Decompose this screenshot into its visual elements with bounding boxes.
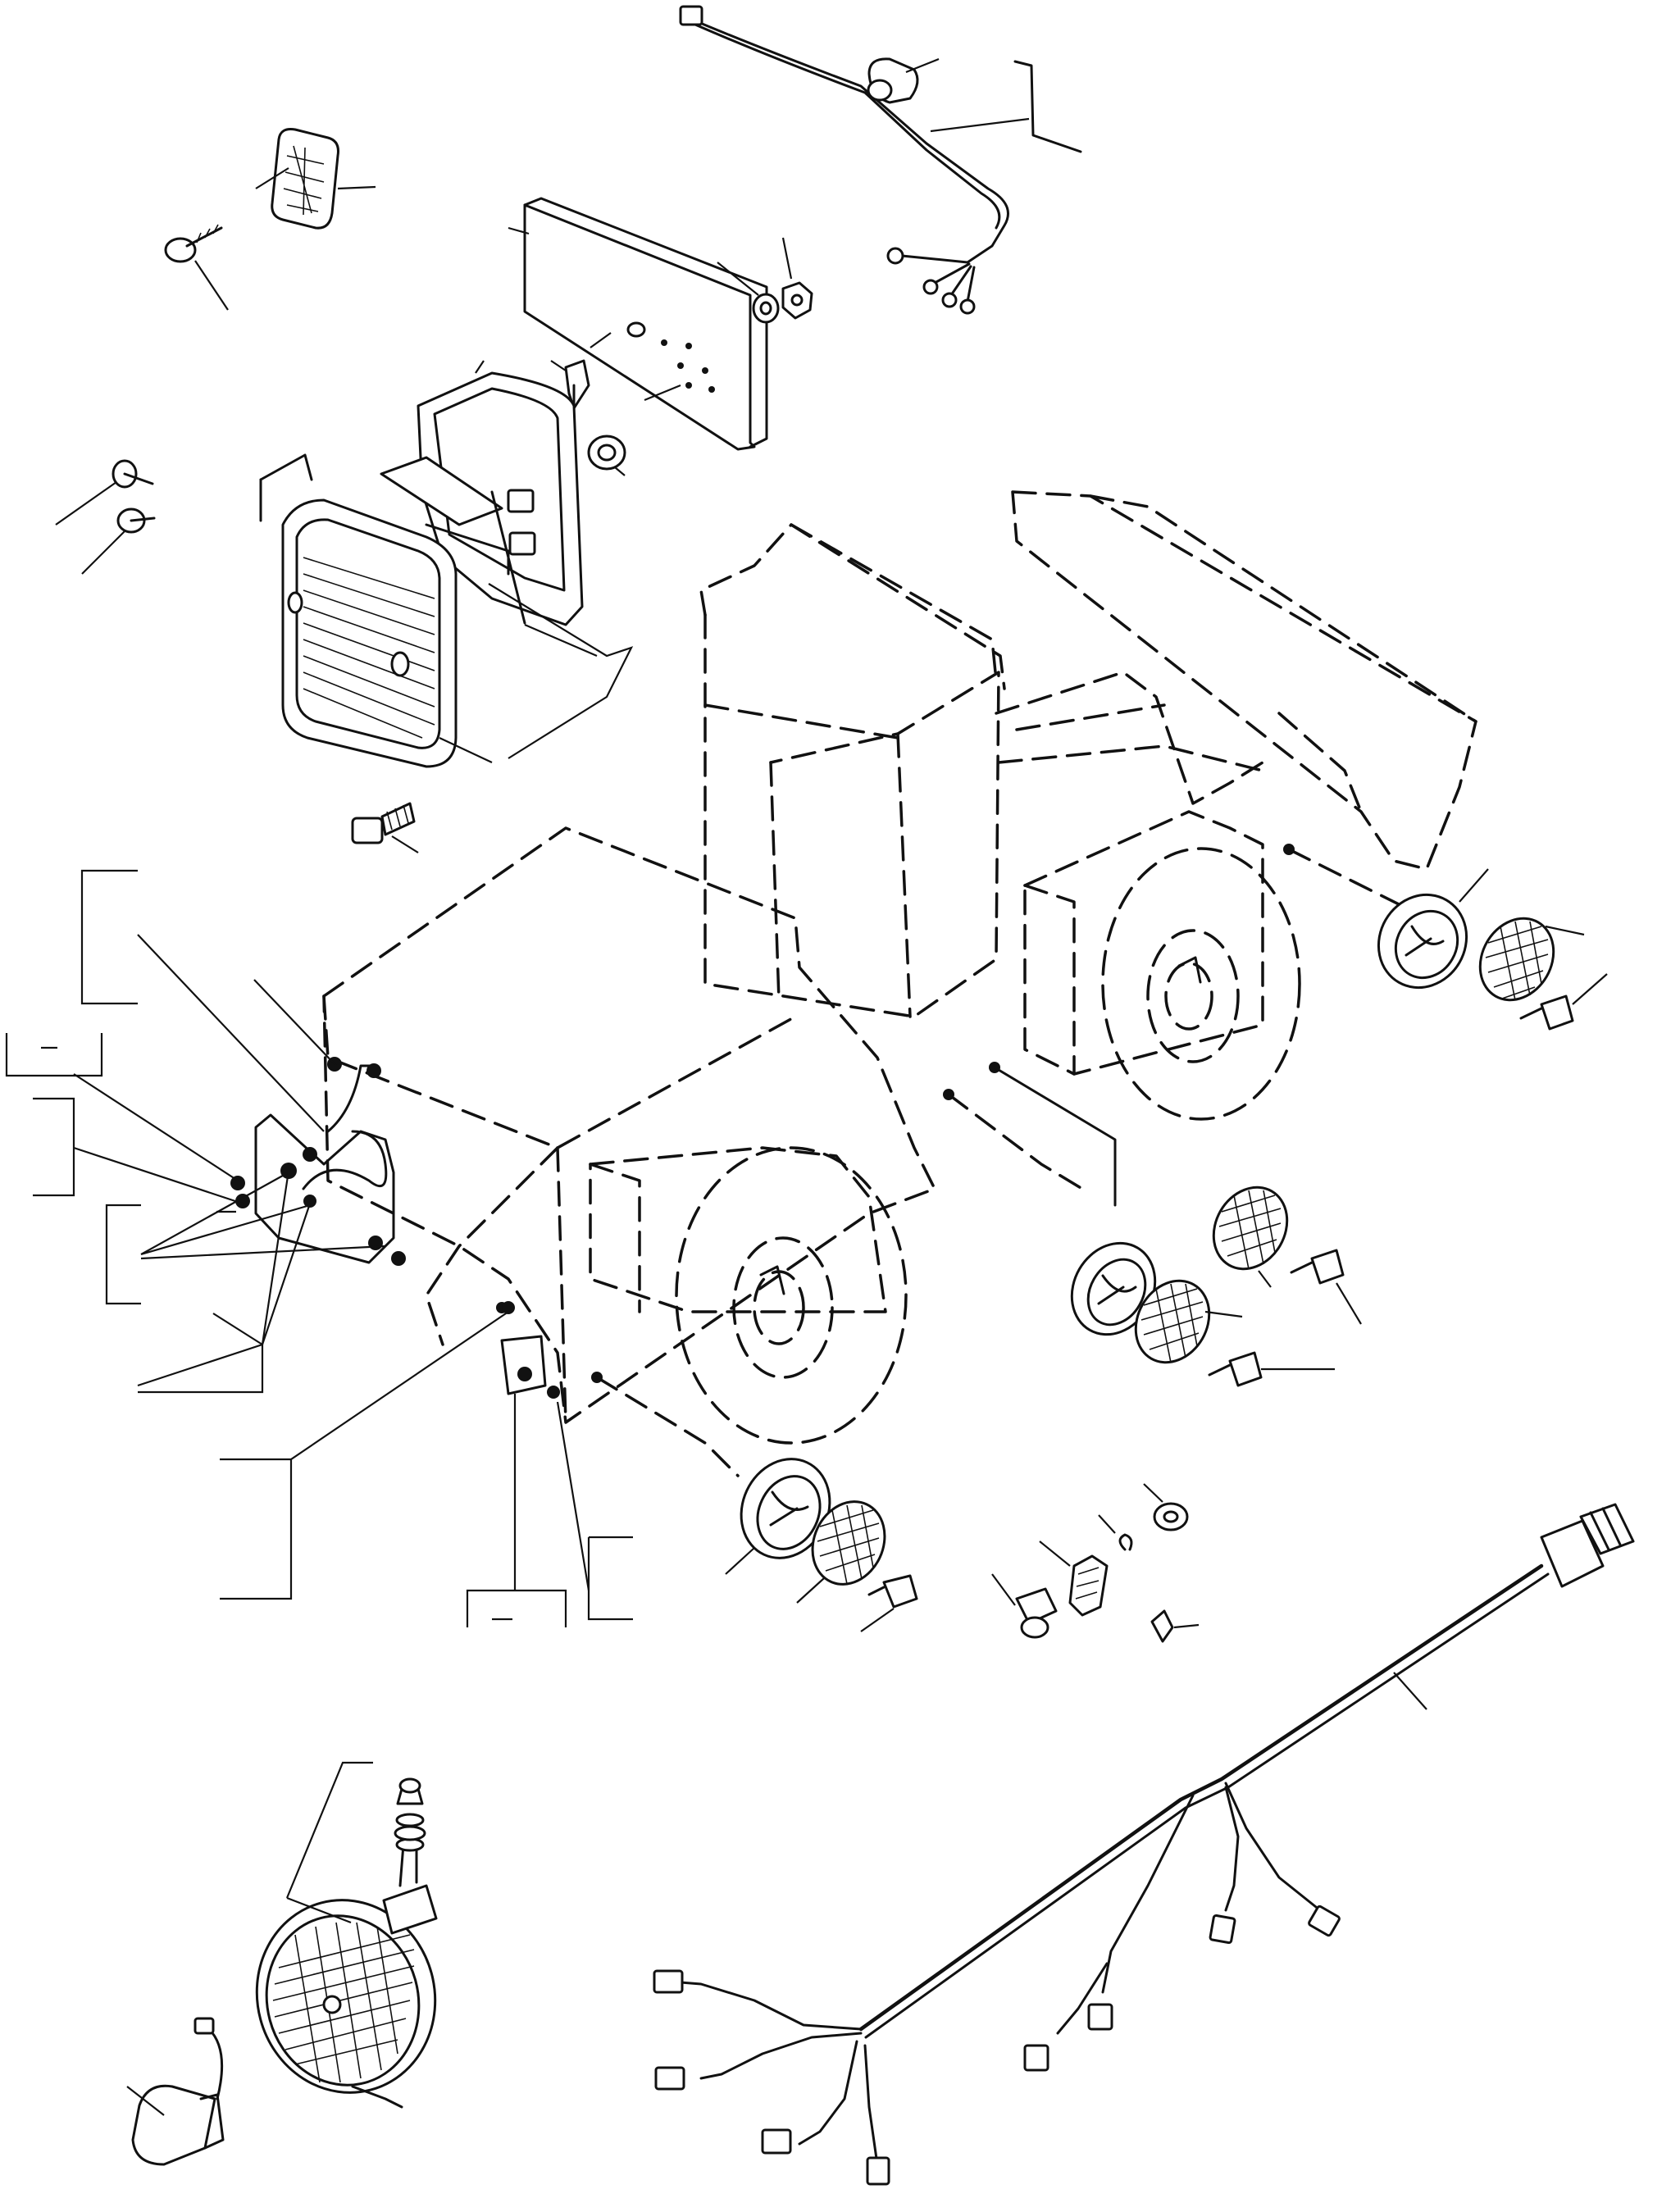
wire-clamp: [867, 57, 940, 104]
hex-nut: [781, 237, 813, 320]
side-marker-lamp: [55, 459, 156, 575]
license-plate-bracket: [508, 197, 768, 451]
lens-bolt: [351, 802, 419, 853]
main-wiring-harness: [653, 1503, 1635, 2186]
work-lamp: [255, 1761, 438, 2109]
grommet: [587, 435, 626, 476]
marker-lamp-body: [725, 868, 1489, 1575]
reflector-lens: [796, 917, 1585, 1604]
lock-washer: [717, 262, 780, 324]
license-plate-lamp: [255, 128, 376, 230]
tail-lamp-housing: [380, 360, 598, 658]
machine-body-outline: [322, 490, 1477, 1477]
front-wiring-assembly: [5, 869, 633, 1627]
lens-screws: [860, 973, 1608, 1632]
small-marker-cluster: [991, 1483, 1200, 1643]
work-lamp-bulb: [126, 2017, 225, 2166]
tail-lamp-lens: [259, 453, 634, 768]
mounting-screw: [164, 224, 229, 311]
rear-wiring-lead: [679, 5, 1082, 315]
